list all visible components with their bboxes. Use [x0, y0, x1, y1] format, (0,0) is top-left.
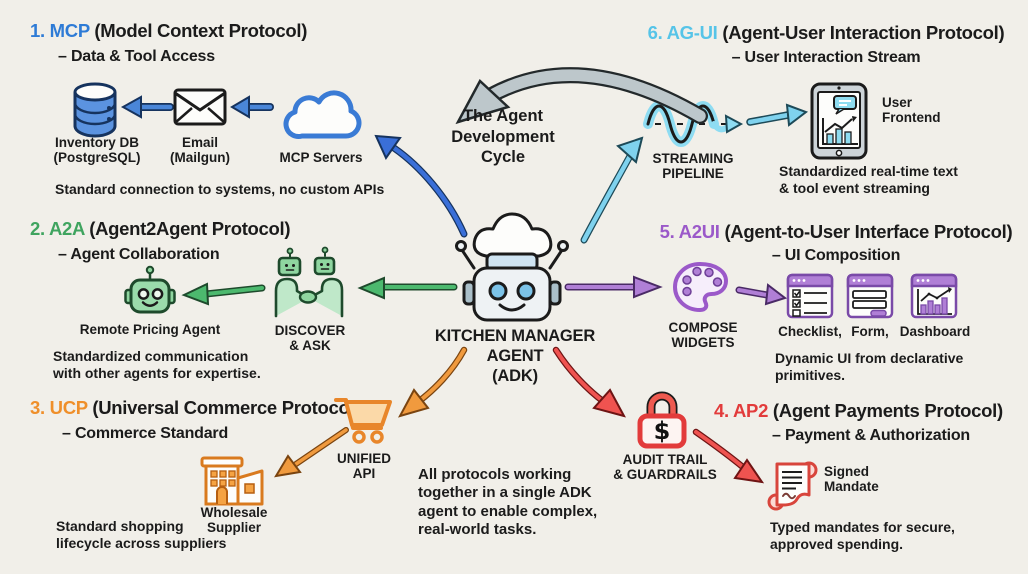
remote-agent-label: Remote Pricing Agent: [79, 322, 221, 337]
discover-ask-label: DISCOVER & ASK: [274, 323, 346, 354]
arrow-wave-to-tablet: [746, 103, 809, 127]
a2ui-title-name: (Agent-to-User Interface Protocol): [719, 221, 1013, 242]
mcp-note: Standard connection to systems, no custo…: [55, 181, 385, 197]
a2a-subtitle: – Agent Collaboration: [58, 246, 220, 263]
db-label: Inventory DB (PostgreSQL): [53, 135, 141, 166]
cycle-label: The Agent Development Cycle: [451, 107, 555, 167]
audit-trail-label: AUDIT TRAIL & GUARDRAILS: [613, 452, 717, 483]
ap2-title: 4. AP2 (Agent Payments Protocol): [714, 400, 1003, 422]
arrow-lock-to-scroll: [692, 428, 765, 484]
ap2-note: Typed mandates for secure, approved spen…: [770, 519, 955, 553]
lock-icon: $: [637, 391, 687, 449]
agent-label: KITCHEN MANAGER AGENT (ADK): [434, 327, 596, 386]
agui-title-accent: 6. AG-UI: [647, 22, 718, 43]
arrow-center-to-ucp: [397, 346, 468, 418]
ucp-subtitle: – Commerce Standard: [62, 425, 229, 442]
form-label: Form,: [851, 324, 889, 339]
mcp-title-name: (Model Context Protocol): [89, 20, 308, 41]
checklist-label: Checklist,: [778, 324, 842, 339]
dashboard-widget-icon: [910, 273, 958, 319]
cloud-icon: [283, 90, 362, 139]
arrow-cloud-to-email: [230, 95, 274, 119]
shopping-cart-icon: [334, 398, 392, 444]
signed-mandate-label: Signed Mandate: [824, 464, 879, 495]
arrow-center-to-agui: [580, 136, 644, 244]
ucp-title: 3. UCP (Universal Commerce Protocol): [30, 397, 361, 419]
checklist-widget-icon: [786, 273, 834, 319]
cycle-arrow-icon: [455, 67, 708, 125]
arrow-center-to-ap2: [552, 346, 626, 418]
mcp-servers-label: MCP Servers: [279, 150, 363, 165]
wholesale-label: Wholesale Supplier: [200, 505, 268, 536]
a2a-title-name: (Agent2Agent Protocol): [84, 218, 291, 239]
a2ui-title: 5. A2UI (Agent-to-User Interface Protoco…: [648, 221, 1024, 243]
svg-text:$: $: [654, 417, 671, 445]
form-widget-icon: [846, 273, 894, 319]
a2ui-subtitle: – UI Composition: [771, 247, 901, 264]
handshake-robots-icon: [274, 246, 344, 318]
arrow-cart-to-building: [274, 427, 349, 478]
a2a-title: 2. A2A (Agent2Agent Protocol): [30, 218, 291, 240]
email-label: Email (Mailgun): [170, 135, 230, 166]
arrow-center-to-a2a: [357, 276, 458, 300]
agui-subtitle: – User Interaction Stream: [731, 49, 921, 66]
mcp-title-accent: 1. MCP: [30, 20, 90, 41]
arrow-center-to-mcp: [374, 134, 468, 238]
palette-icon: [673, 262, 728, 312]
mcp-title: 1. MCP (Model Context Protocol): [30, 20, 307, 42]
ucp-title-name: (Universal Commerce Protocol): [87, 397, 361, 418]
robot-head-icon: [124, 265, 176, 314]
ucp-note: Standard shopping lifecycle across suppl…: [56, 518, 227, 552]
streaming-label: STREAMING PIPELINE: [652, 151, 734, 182]
user-frontend-label: User Frontend: [882, 95, 941, 126]
a2a-title-accent: 2. A2A: [30, 218, 85, 239]
ucp-title-accent: 3. UCP: [30, 397, 88, 418]
arrow-center-to-a2ui: [564, 275, 663, 299]
streaming-wave-icon: [643, 101, 744, 147]
a2ui-note: Dynamic UI from declarative primitives.: [775, 350, 964, 384]
arrow-palette-to-widgets: [735, 283, 788, 306]
mcp-subtitle: – Data & Tool Access: [58, 48, 215, 65]
scroll-icon: [767, 461, 818, 511]
a2a-note: Standardized communication with other ag…: [53, 348, 261, 382]
ap2-title-accent: 4. AP2: [714, 400, 769, 421]
agui-title-name: (Agent-User Interaction Protocol): [717, 22, 1005, 43]
email-icon: [173, 88, 227, 126]
ap2-title-name: (Agent Payments Protocol): [768, 400, 1003, 421]
compose-widgets-label: COMPOSE WIDGETS: [668, 320, 738, 351]
a2ui-title-accent: 5. A2UI: [659, 221, 720, 242]
arrow-email-to-db: [120, 95, 174, 119]
agui-title: 6. AG-UI (Agent-User Interaction Protoco…: [628, 22, 1024, 44]
building-icon: [200, 456, 264, 506]
ap2-subtitle: – Payment & Authorization: [772, 427, 970, 444]
chef-robot-icon: [455, 212, 569, 322]
center-summary: All protocols working together in a sing…: [418, 466, 598, 538]
database-icon: [73, 82, 117, 138]
arrow-handshake-to-robot: [181, 282, 266, 306]
unified-api-label: UNIFIED API: [337, 451, 391, 482]
agui-note: Standardized real-time text & tool event…: [779, 163, 958, 197]
tablet-icon: [810, 82, 868, 160]
dashboard-label: Dashboard: [899, 324, 971, 339]
